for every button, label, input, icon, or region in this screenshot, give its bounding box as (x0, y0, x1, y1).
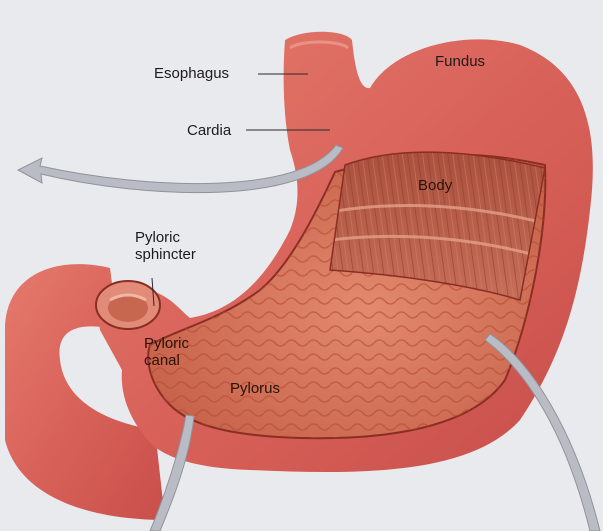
label-pylorus: Pylorus (230, 380, 280, 397)
label-fundus: Fundus (435, 53, 485, 70)
label-pyloric-canal-line2: canal (144, 352, 189, 369)
label-pyloric-sphincter-line2: sphincter (135, 246, 196, 263)
label-cardia: Cardia (187, 122, 231, 139)
label-body: Body (418, 177, 452, 194)
label-pyloric-canal-line1: Pyloric (144, 335, 189, 352)
label-pyloric-sphincter-line1: Pyloric (135, 229, 196, 246)
label-pyloric-sphincter: Pyloric sphincter (135, 229, 196, 263)
label-pyloric-canal: Pyloric canal (144, 335, 189, 369)
label-esophagus: Esophagus (154, 65, 229, 82)
pyloric-sphincter-ring (96, 281, 160, 329)
